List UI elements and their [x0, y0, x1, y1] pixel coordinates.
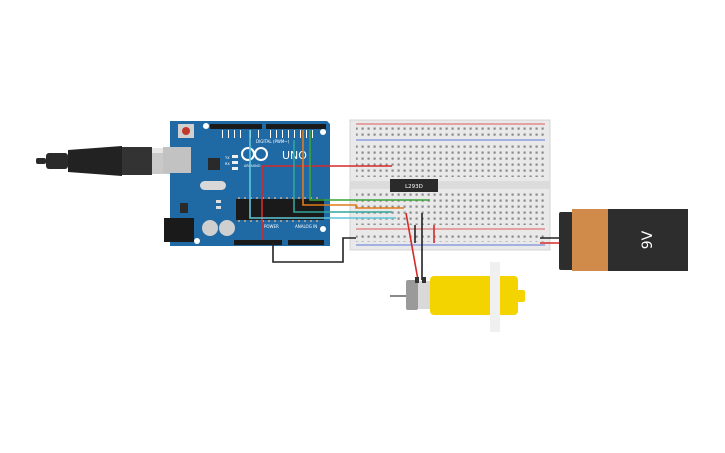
l293d-chip[interactable]: L293D: [390, 179, 438, 192]
power-jack: [164, 218, 194, 242]
power-header[interactable]: [234, 240, 282, 245]
brand-label: ARDUINO: [244, 164, 261, 168]
chip-label: L293D: [405, 184, 423, 190]
battery-label: 9V: [640, 230, 656, 249]
wire-red-5v[interactable]: [261, 165, 392, 240]
usb-jack: [163, 147, 191, 173]
analog-header-label: ANALOG IN: [295, 224, 317, 229]
wire-orange[interactable]: [302, 130, 404, 209]
crystal: [200, 181, 226, 190]
analog-header[interactable]: [288, 240, 324, 245]
breadboard[interactable]: [349, 119, 551, 251]
wire-cyan[interactable]: [249, 130, 396, 219]
wire-motor-red[interactable]: [405, 212, 419, 281]
capacitor: [202, 220, 218, 236]
wire-teal[interactable]: [293, 140, 392, 213]
digital-header[interactable]: [210, 124, 262, 129]
capacitor: [219, 220, 235, 236]
microcontroller-chip: [236, 199, 324, 220]
wire-green[interactable]: [309, 130, 430, 201]
arduino-logo-icon: [241, 147, 268, 161]
power-header-label: POWER: [264, 224, 279, 229]
digital-header-label: DIGITAL (PWM~): [256, 139, 290, 144]
digital-header[interactable]: [266, 124, 326, 129]
wires: [249, 130, 560, 281]
battery-9v[interactable]: 9V: [559, 209, 688, 271]
tx-label: TX: [224, 156, 230, 160]
wire-black-gnd[interactable]: [272, 237, 356, 263]
rx-label: RX: [225, 162, 230, 166]
arduino-uno-board[interactable]: UNO ARDUINO TX RX DIGITAL (PWM~): [163, 121, 330, 246]
dc-gear-motor[interactable]: [390, 262, 525, 332]
usb-cable[interactable]: [36, 146, 180, 176]
